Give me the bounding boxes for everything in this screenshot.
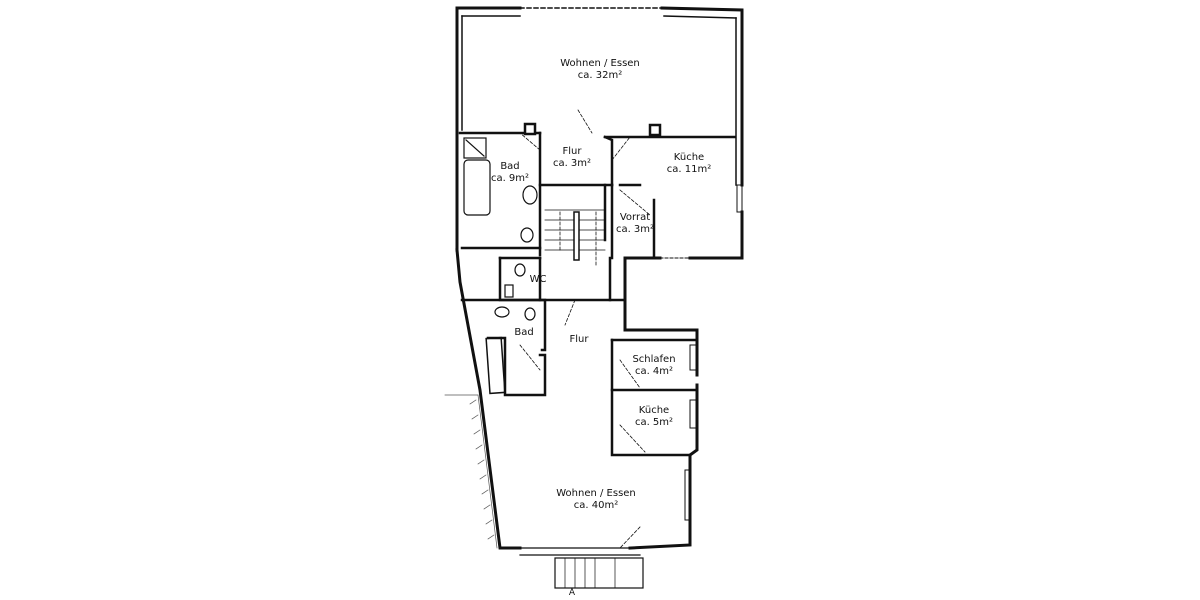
room-label-flur-upper: Flur ca. 3m²: [553, 146, 591, 170]
staircase: [544, 209, 606, 266]
room-area: ca. 40m²: [573, 500, 619, 511]
room-name: Schlafen: [632, 354, 676, 365]
room-area: ca. 3m²: [615, 224, 655, 235]
room-name: Vorrat: [619, 212, 651, 223]
room-area: ca. 4m²: [634, 366, 674, 377]
bathtub-lower: [485, 336, 506, 395]
ground-hatch: [444, 394, 498, 549]
room-name: Flur: [569, 334, 589, 345]
wc-fixtures: [494, 263, 536, 321]
room-label-schlafen: Schlafen ca. 4m²: [632, 354, 675, 378]
room-label-wc: WC: [530, 274, 547, 286]
room-name: Küche: [638, 405, 670, 416]
room-name: Bad: [500, 161, 520, 172]
interior-walls: [458, 122, 737, 457]
room-label-wohnen-essen-upper: Wohnen / Essen ca. 32m²: [560, 58, 640, 82]
door-swings: [519, 109, 651, 549]
room-area: ca. 9m²: [490, 173, 530, 184]
room-name: Flur: [562, 146, 582, 157]
windows: [659, 184, 743, 521]
top-wall-inner: [461, 7, 737, 186]
room-label-kueche-upper: Küche ca. 11m²: [667, 152, 711, 176]
bathtub-upper: [463, 137, 538, 243]
room-label-kueche-lower: Küche ca. 5m²: [635, 405, 673, 429]
room-name: Wohnen / Essen: [560, 58, 640, 69]
room-area: ca. 32m²: [577, 70, 623, 81]
section-marker: A: [568, 588, 576, 598]
room-label-bad-upper: Bad ca. 9m²: [491, 161, 529, 185]
room-name: Wohnen / Essen: [556, 488, 636, 499]
room-label-wohnen-essen-lower: Wohnen / Essen ca. 40m²: [556, 488, 636, 512]
room-label-bad-lower: Bad: [514, 327, 533, 339]
room-name: WC: [529, 274, 547, 285]
room-label-flur-lower: Flur: [570, 334, 589, 346]
room-area: ca. 5m²: [634, 417, 674, 428]
room-name: Bad: [514, 327, 534, 338]
room-area: ca. 11m²: [666, 164, 712, 175]
room-label-vorrat: Vorrat ca. 3m²: [616, 212, 654, 236]
room-area: ca. 3m²: [552, 158, 592, 169]
entrance-stairs[interactable]: [519, 547, 644, 589]
room-name: Küche: [673, 152, 705, 163]
